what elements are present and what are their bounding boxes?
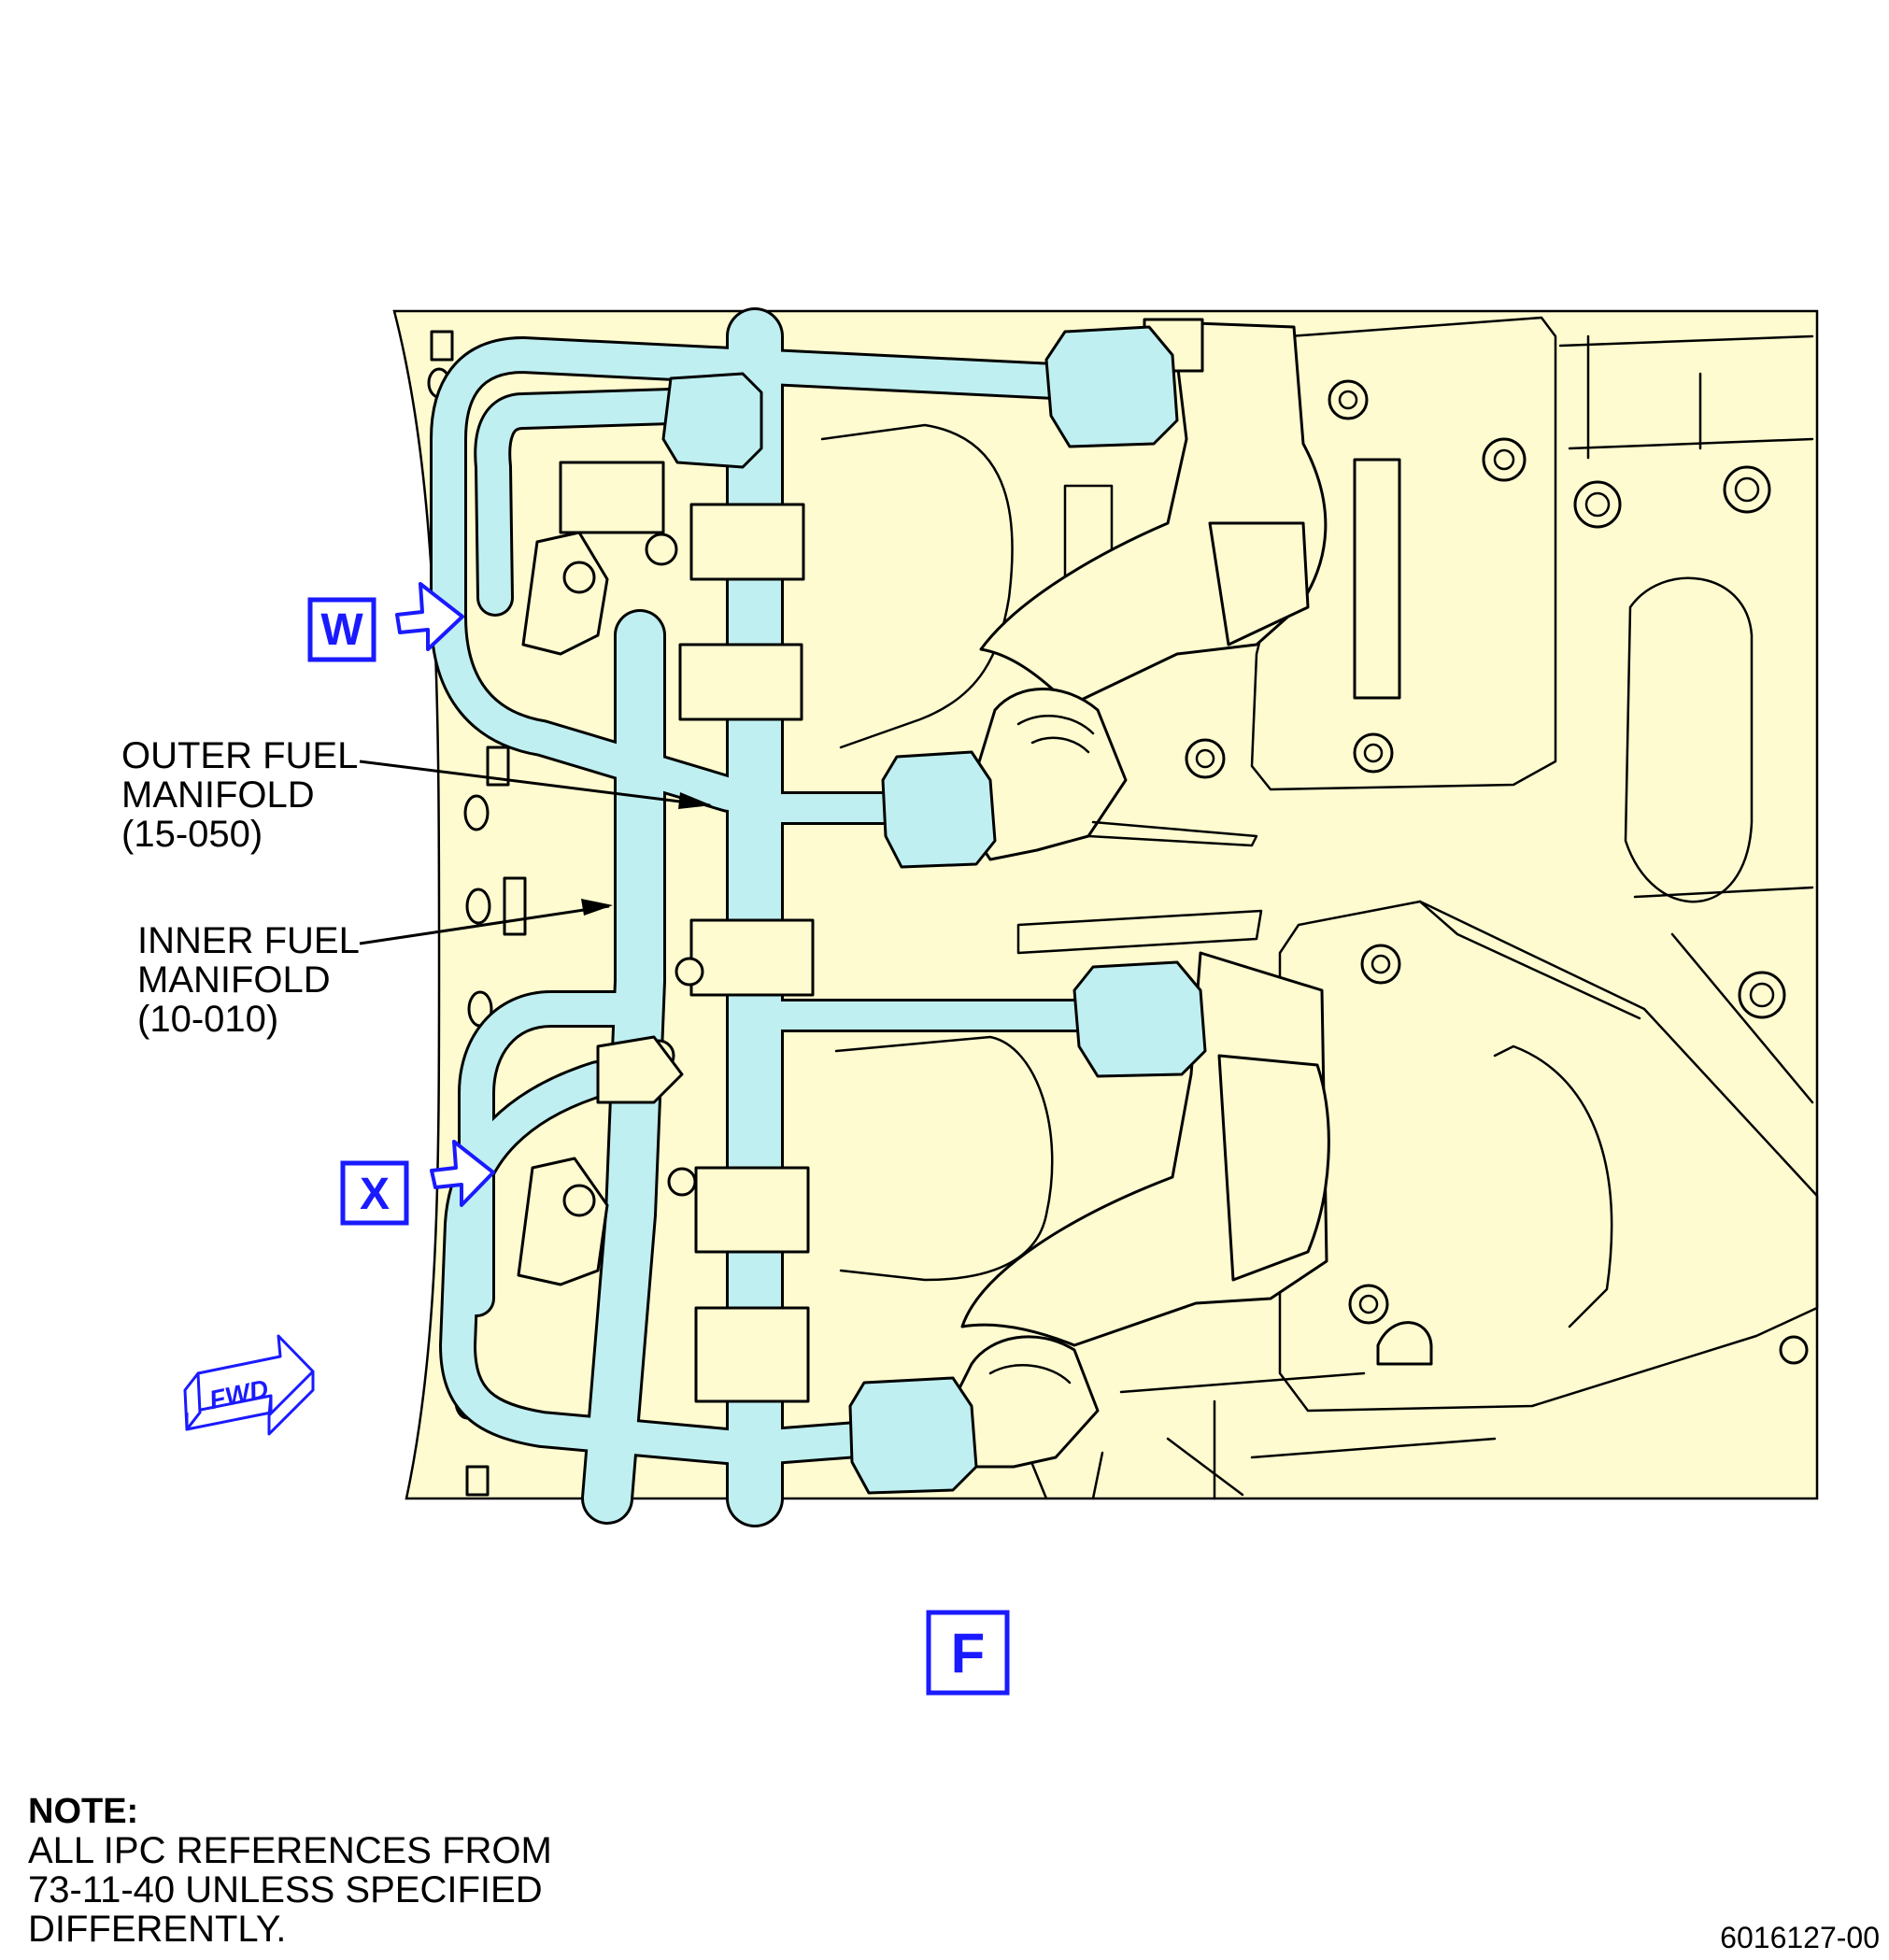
inner-fuel-manifold-line-2: MANIFOLD xyxy=(137,959,331,1001)
fwd-arrow-icon: FWD xyxy=(183,1334,315,1436)
view-arrow-x-icon xyxy=(430,1140,495,1207)
note-title: NOTE: xyxy=(28,1792,138,1831)
view-marker-w-label: W xyxy=(320,605,363,655)
view-marker-w: W xyxy=(307,582,464,662)
tube-nuts xyxy=(661,325,1207,1495)
view-marker-x: X xyxy=(340,1140,495,1226)
view-marker-x-label: X xyxy=(360,1170,390,1219)
view-label-f: F xyxy=(926,1610,1010,1696)
note-block: NOTE: ALL IPC REFERENCES FROM 73-11-40 U… xyxy=(28,1792,552,1950)
outer-fuel-manifold-callout: OUTER FUEL MANIFOLD (15-050) xyxy=(121,735,358,855)
note-line-1: ALL IPC REFERENCES FROM xyxy=(28,1830,552,1871)
outer-fuel-manifold-line-3: (15-050) xyxy=(121,814,263,855)
note-line-3: DIFFERENTLY. xyxy=(28,1909,286,1950)
callout-leaders xyxy=(359,760,712,945)
mount-brackets xyxy=(517,531,704,1286)
manifold-clamps xyxy=(559,461,815,1403)
view-arrow-w-icon xyxy=(395,582,464,651)
fuel-nozzle-lower xyxy=(942,951,1330,1469)
view-label-f-text: F xyxy=(951,1622,986,1684)
figure-id: 6016127-00 xyxy=(1720,1921,1880,1954)
outer-fuel-manifold-line-1: OUTER FUEL xyxy=(121,735,358,776)
inner-fuel-manifold-line-3: (10-010) xyxy=(137,999,278,1040)
inner-fuel-manifold-line-1: INNER FUEL xyxy=(137,920,360,961)
fuel-nozzle-upper xyxy=(960,318,1328,861)
inner-fuel-manifold-callout: INNER FUEL MANIFOLD (10-010) xyxy=(137,920,360,1040)
outer-fuel-manifold-line-2: MANIFOLD xyxy=(121,774,315,816)
note-line-2: 73-11-40 UNLESS SPECIFIED xyxy=(28,1869,543,1910)
